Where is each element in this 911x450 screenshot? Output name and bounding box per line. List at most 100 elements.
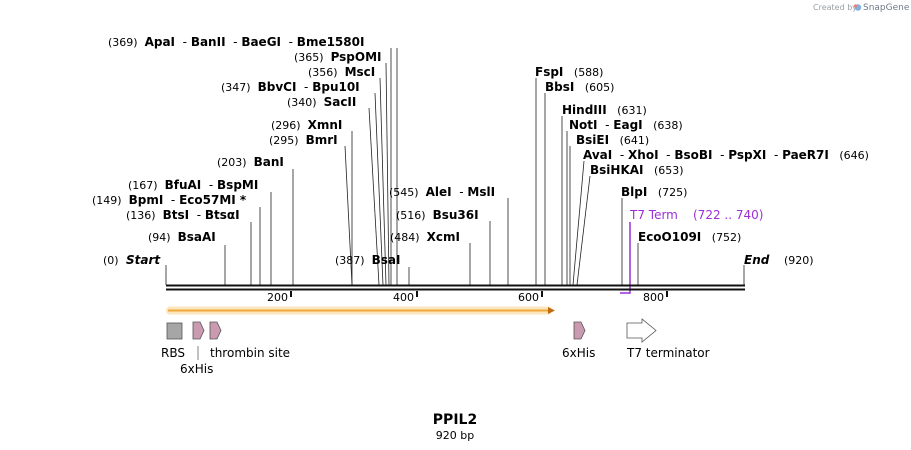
plasmid-length: 920 bp [436,429,474,442]
enzyme-position: (369) [108,36,145,49]
enzyme-name: Bpu10I [312,80,359,94]
enzyme-name: BsiEI [576,133,609,147]
enzyme-position: (365) [294,51,331,64]
primer-arrow-icon [620,222,631,294]
cut-site-lines [165,48,745,286]
snapgene-logo-icon [853,4,862,11]
enzyme-label: BsiEI (641) [576,133,649,147]
enzyme-name: BtsI [163,208,190,222]
enzyme-label: (347) BbvCI - Bpu10I [221,80,360,94]
enzyme-name: Bme1580I [297,35,365,49]
feature-label-rbs: RBS [161,346,185,360]
cut-line-avai [572,160,585,286]
feature-label-t7-terminator: T7 terminator [626,346,710,360]
enzyme-position: (605) [574,81,614,94]
enzyme-position: (347) [221,81,258,94]
ruler-label: 200 [267,291,288,304]
primer-t7-term[interactable]: T7 Term (722 .. 740) [620,208,763,294]
enzyme-name: BsiHKAI [590,163,644,177]
cut-line-pspomi [385,62,390,286]
plasmid-name: PPIL2 [433,412,477,428]
enzyme-name: BsaAI [178,230,216,244]
enzyme-position: (356) [308,66,345,79]
enzyme-label: (356) MscI [308,65,375,79]
enzyme-name: SacII [324,95,357,109]
enzyme-name: BpmI [129,193,164,207]
enzyme-position: (638) [643,119,683,132]
ruler-label: 800 [643,291,664,304]
enzyme-position: (725) [647,186,687,199]
enzyme-label: (365) PspOMI [294,50,382,64]
enzyme-labels: (369) ApaI - BanII - BaeGI - Bme1580I (3… [92,35,869,267]
ruler-label: 400 [393,291,414,304]
ruler: 200 400 600 800 [267,291,668,304]
enzyme-name: BmrI [306,133,338,147]
enzyme-position: (136) [126,209,163,222]
enzyme-position: (203) [217,156,254,169]
feature-label-thrombin-site: thrombin site [210,346,290,360]
start-position-label: (0) [103,254,119,267]
enzyme-name: BfuAI [165,178,202,192]
dna-backbone [166,284,745,291]
enzyme-position: (631) [607,104,647,117]
enzyme-name: BanII [191,35,226,49]
enzyme-name: EagI [613,118,642,132]
feature-label-6xhis: 6xHis [180,362,213,376]
enzyme-label: (387) BsaI [335,253,400,267]
enzyme-position: (588) [563,66,603,79]
enzyme-name: FspI [535,65,563,79]
enzyme-name: XhoI [628,148,659,162]
orf-arrow[interactable] [166,306,555,315]
enzyme-position: (545) [389,186,426,199]
enzyme-name: BsoBI [674,148,712,162]
enzyme-label: (296) XmnI [271,118,342,132]
enzyme-label: EcoO109I (752) [638,230,741,244]
terminator-arrow-icon[interactable] [626,318,657,343]
enzyme-position: (484) [390,231,427,244]
enzyme-position: (653) [644,164,684,177]
enzyme-position: (296) [271,119,308,132]
enzyme-name: PaeR7I [782,148,829,162]
enzyme-label: BsiHKAI (653) [590,163,684,177]
enzyme-label: AvaI - XhoI - BsoBI - PspXI - PaeR7I (64… [583,148,869,162]
rbs-box-icon[interactable] [166,322,183,340]
enzyme-position: (641) [609,134,649,147]
enzyme-label: FspI (588) [535,65,603,79]
enzyme-label: (295) BmrI [269,133,338,147]
enzyme-position: (149) [92,194,129,207]
primer-range: (722 .. 740) [693,208,763,222]
start-label: Start [126,253,161,267]
enzyme-label: HindIII (631) [562,103,647,117]
enzyme-name: Eco57MI * [179,193,247,207]
enzyme-name: MslI [467,185,495,199]
enzyme-name: Bsu36I [433,208,479,222]
cut-line-msci [379,77,387,286]
enzyme-position: (340) [287,96,324,109]
enzyme-name: BanI [254,155,284,169]
cut-line-bbvci [374,92,384,286]
enzyme-position: (167) [128,179,165,192]
enzyme-label: BlpI (725) [621,185,687,199]
enzyme-name: BsaI [372,253,401,267]
enzyme-position: (295) [269,134,306,147]
end-position-label: (920) [784,254,814,267]
enzyme-name: NotI [569,118,598,132]
primer-label: T7 Term [629,208,678,222]
his-tag-arrow-icon[interactable] [573,321,586,340]
enzyme-name: MscI [345,65,376,79]
enzyme-label: (149) BpmI - Eco57MI * [92,193,247,207]
orf-arrowhead-icon [548,307,555,314]
enzyme-name: AvaI [583,148,612,162]
enzyme-label: (369) ApaI - BanII - BaeGI - Bme1580I [108,35,364,49]
protease-site-arrow-icon[interactable] [209,321,222,340]
enzyme-position: (646) [829,149,869,162]
his-tag-arrow-icon[interactable] [192,321,205,340]
enzyme-name: XcmI [427,230,460,244]
enzyme-name: BaeGI [241,35,281,49]
credit-prefix: Created by [813,3,857,12]
enzyme-position: (516) [396,209,433,222]
cut-line-bmri [344,145,353,286]
enzyme-label: (94) BsaAI [148,230,216,244]
enzyme-label: (545) AleI - MslI [389,185,495,199]
